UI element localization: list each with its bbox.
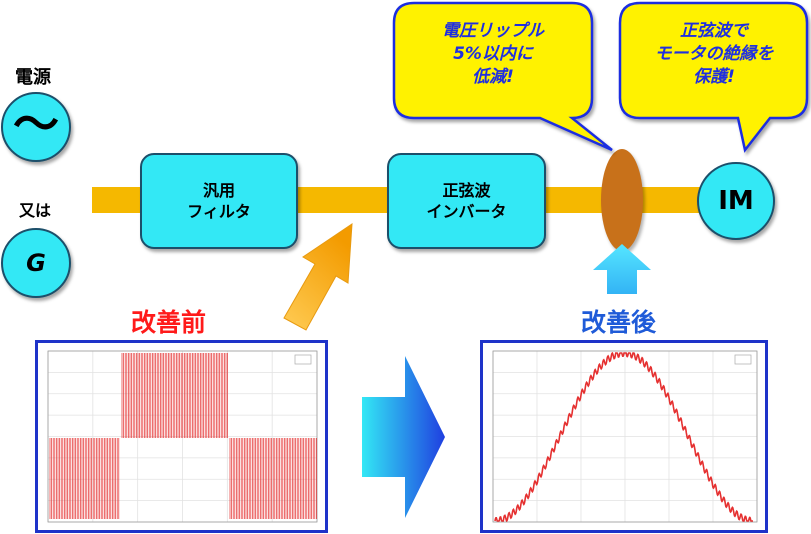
legend-box (734, 354, 752, 365)
inverter-block: 正弦波 インバータ (387, 153, 546, 249)
ripple-line3: 低減! (472, 67, 514, 87)
ferrite-core-icon (601, 149, 643, 251)
filter-block: 汎用 フィルタ (140, 153, 298, 249)
plot-axes (492, 350, 758, 523)
motor-block: IM (697, 162, 775, 240)
ac-wave-icon: 〜 (13, 97, 59, 151)
power-source-label: 電源 (15, 67, 51, 88)
ripple-line2: 5%以内に (453, 44, 533, 64)
before-pulses (49, 353, 317, 519)
filter-label-line2: フィルタ (187, 202, 251, 221)
insulation-bubble-text: 正弦波で モータの絶縁を 保護! (622, 20, 806, 89)
arrow-up-icon (593, 244, 651, 294)
filter-label-line1: 汎用 (202, 181, 235, 200)
ripple-line1: 電圧リップル (442, 21, 544, 41)
generator-icon: G (26, 249, 46, 277)
or-label: 又は (19, 201, 52, 220)
ac-source: 〜 (1, 92, 71, 162)
insulation-line1: 正弦波で (680, 21, 748, 41)
arrow-up-icon (283, 223, 353, 331)
arrow-right-icon (362, 356, 445, 518)
legend-box (294, 354, 312, 365)
before-waveform-plot (35, 340, 328, 533)
inverter-label-line1: 正弦波 (442, 181, 491, 200)
inverter-label-line2: インバータ (426, 202, 507, 221)
sine-curve (494, 351, 753, 523)
plot-axes (47, 350, 318, 523)
insulation-bubble (618, 1, 809, 153)
ripple-bubble (392, 1, 613, 152)
after-waveform (492, 350, 758, 523)
before-caption: 改善前 (131, 308, 207, 337)
after-waveform-plot (480, 340, 768, 533)
plot-grid (492, 350, 758, 523)
motor-label: IM (718, 186, 754, 216)
insulation-line3: 保護! (693, 67, 735, 87)
insulation-line2: モータの絶縁を (654, 44, 774, 64)
generator-source: G (1, 228, 71, 298)
ripple-bubble-text: 電圧リップル 5%以内に 低減! (398, 20, 588, 89)
after-caption: 改善後 (581, 308, 657, 337)
before-waveform (47, 350, 318, 523)
